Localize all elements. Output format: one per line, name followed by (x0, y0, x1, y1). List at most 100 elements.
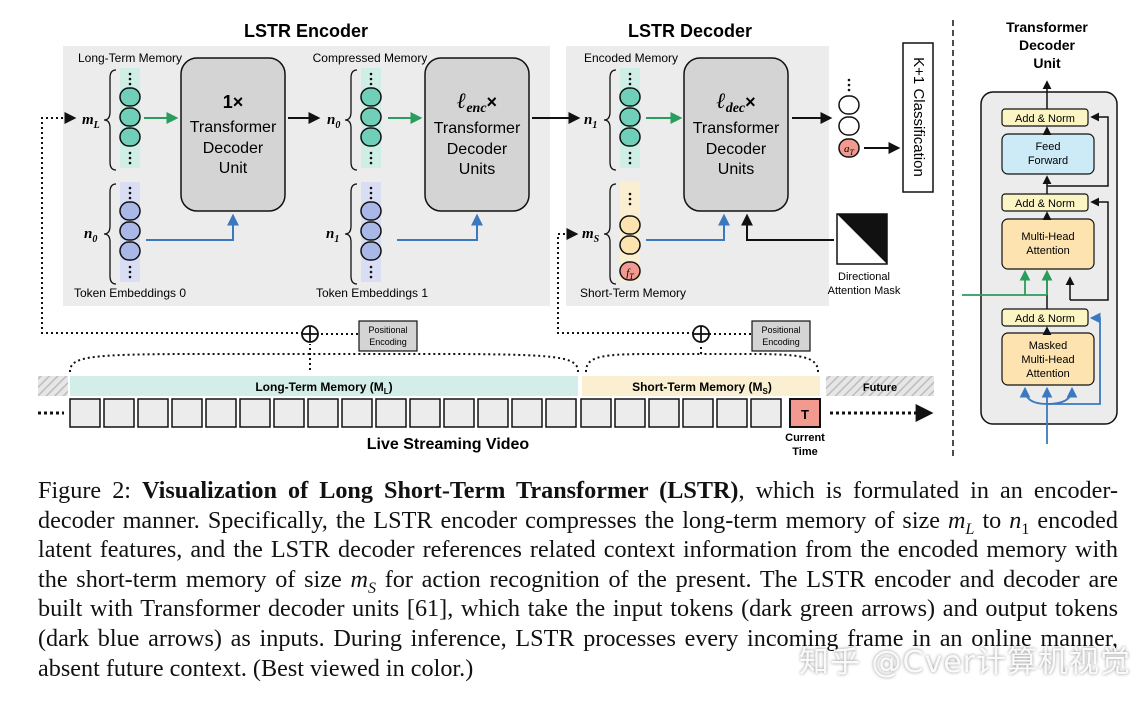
token-column-longterm (119, 87, 141, 147)
compressed-memory-label: Compressed Memory (313, 51, 428, 65)
caption-prefix: Figure 2: (38, 477, 143, 504)
video-frame (511, 398, 543, 428)
box3-line2: Transformer (693, 120, 780, 137)
dotted-curve-right-a (585, 352, 702, 373)
blue-arrow-3 (646, 213, 730, 241)
caption-math-mL: mL (948, 506, 975, 538)
output-ellipsis (847, 78, 851, 92)
unit-title-line2: Decoder (1019, 37, 1076, 53)
attention-mask-triangle (837, 214, 887, 264)
pos-enc-right-1: Positional (761, 325, 800, 335)
video-frame (750, 398, 782, 428)
add-positional-left-icon (301, 325, 319, 343)
video-frame (103, 398, 135, 428)
dotted-curve-left-a (69, 352, 311, 373)
add-norm-box-2 (1001, 193, 1089, 212)
var-n1-emb: n1 (326, 226, 339, 245)
box1-line1: 1× (223, 92, 244, 112)
watermark: 知乎 @Cver计算机视觉 (798, 645, 1131, 680)
directional-label-2: Attention Mask (828, 285, 901, 297)
box3-line4: Units (718, 161, 754, 178)
add-norm-box-3 (1001, 108, 1089, 127)
multi-head-attention-box (1001, 218, 1095, 270)
add-norm-label-2: Add & Norm (1015, 198, 1075, 210)
classification-box (902, 42, 934, 193)
caption-title: Visualization of Long Short-Term Transfo… (142, 477, 739, 504)
token-embeddings-0-label: Token Embeddings 0 (74, 286, 186, 300)
token-column-emb1 (360, 201, 382, 261)
arrow-mask-to-decoder (741, 213, 834, 241)
video-frame (409, 398, 441, 428)
figure-caption: Figure 2: Visualization of Long Short-Te… (38, 476, 1118, 683)
long-term-memory-label: Long-Term Memory (78, 51, 182, 65)
unit-blue-arrows (1019, 312, 1101, 444)
box3-line3: Decoder (706, 141, 767, 158)
video-frame (716, 398, 748, 428)
caption-math-mS: mS (350, 565, 376, 597)
add-norm-box-1 (1001, 308, 1089, 327)
a-token-label: aT (844, 143, 855, 157)
var-n1: n1 (584, 112, 597, 131)
token-ellipsis-dots (128, 72, 632, 279)
var-n0: n0 (327, 112, 340, 131)
video-frame (443, 398, 475, 428)
pos-enc-right-2: Encoding (762, 337, 800, 347)
box3-line1: ℓdec× (716, 88, 755, 116)
video-frame (477, 398, 509, 428)
long-term-memory-bar (70, 376, 578, 396)
current-time-label-1: Current (785, 432, 825, 444)
add-norm-label-3: Add & Norm (1015, 113, 1075, 125)
decoder-unit-box (683, 57, 789, 212)
video-frame (273, 398, 305, 428)
encoder-unit-box-1 (180, 57, 286, 212)
lstr-architecture-figure: LSTR Encoder LSTR Decoder Transformer De… (38, 19, 1118, 460)
blue-arrow-1 (146, 213, 239, 241)
video-frame (614, 398, 646, 428)
directional-label-1: Directional (838, 271, 890, 283)
current-time-label-2: Time (792, 446, 817, 458)
unit-title-line3: Unit (1033, 55, 1061, 71)
caption-text-3: encoded latent features, and the LSTR de… (38, 506, 1118, 593)
masked-label-3: Attention (1026, 368, 1069, 380)
var-mL: mL (82, 112, 100, 131)
video-frame (682, 398, 714, 428)
token-column-emb0 (119, 201, 141, 261)
future-hatch (826, 376, 934, 396)
box1-line4: Unit (219, 160, 248, 177)
box2-line1: ℓenc× (457, 88, 497, 116)
feed-forward-box (1001, 133, 1095, 175)
encoder-title: LSTR Encoder (244, 21, 368, 41)
var-mS: mS (582, 226, 600, 245)
masked-label-2: Multi-Head (1021, 354, 1074, 366)
box2-line2: Transformer (434, 120, 521, 137)
video-frame (375, 398, 407, 428)
unit-green-arrows (962, 269, 1053, 296)
var-n0-emb: n0 (84, 226, 97, 245)
box2-line4: Units (459, 161, 495, 178)
future-label: Future (863, 382, 897, 394)
decoder-title: LSTR Decoder (628, 21, 752, 41)
video-frame (205, 398, 237, 428)
box1-line3: Decoder (203, 140, 264, 157)
ltm-bar-label: Long-Term Memory (ML) (255, 380, 392, 396)
video-frame (69, 398, 101, 428)
box2-line3: Decoder (447, 141, 508, 158)
video-frame (580, 398, 612, 428)
classification-label: K+1 Classification (910, 57, 927, 177)
box1-line2: Transformer (190, 119, 277, 136)
blue-arrow-2 (397, 213, 483, 241)
video-frame (307, 398, 339, 428)
f-token-label: fT (626, 267, 634, 281)
video-frame (648, 398, 680, 428)
positional-encoding-box-right (751, 320, 811, 352)
dotted-path-to-mS (557, 228, 694, 334)
feed-forward-label-2: Forward (1028, 155, 1068, 167)
token-column-compressed (360, 87, 382, 147)
stm-bar-label: Short-Term Memory (MS) (632, 380, 772, 396)
caption-text-4: for action recognition of the present. T… (38, 565, 1118, 682)
video-label: Live Streaming Video (367, 436, 530, 453)
encoded-memory-label: Encoded Memory (584, 51, 678, 65)
token-embeddings-1-label: Token Embeddings 1 (316, 286, 428, 300)
unit-title-line1: Transformer (1006, 19, 1088, 35)
video-frame (137, 398, 169, 428)
